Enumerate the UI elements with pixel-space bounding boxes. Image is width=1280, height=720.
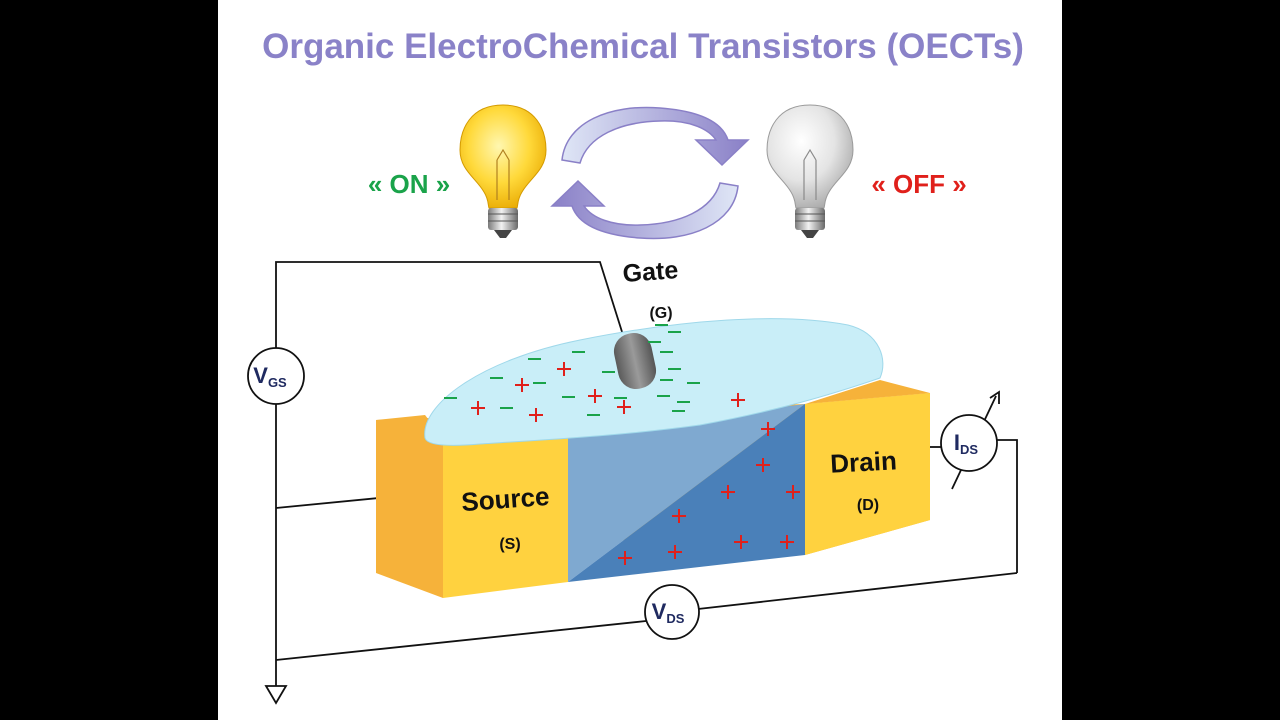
drain-electrode xyxy=(805,393,930,555)
switching-cycle-arrows-icon xyxy=(550,106,750,240)
off-state-label: « OFF » xyxy=(871,169,966,199)
ids-subscript: DS xyxy=(960,442,978,457)
drain-label: Drain xyxy=(830,445,898,478)
source-label: Source xyxy=(460,481,550,517)
svg-text:VDS: VDS xyxy=(652,599,685,626)
source-electrode xyxy=(443,434,568,598)
vgs-symbol: V xyxy=(253,363,268,388)
channel-doped-region xyxy=(568,404,805,582)
svg-text:IDS: IDS xyxy=(954,430,979,457)
source-electrode-side xyxy=(376,415,443,598)
vds-symbol: V xyxy=(652,599,667,624)
lightbulb-on-icon xyxy=(459,104,547,238)
drain-abbr: (D) xyxy=(857,497,879,514)
anion-markers xyxy=(444,324,700,416)
gate-label: Gate xyxy=(622,256,679,288)
ids-ammeter: IDS xyxy=(940,390,1000,490)
lightbulb-off-icon xyxy=(766,104,854,238)
cation-markers xyxy=(471,362,800,565)
device-block xyxy=(376,380,930,598)
gate-electrode xyxy=(613,333,657,389)
vgs-voltmeter: VGS xyxy=(247,347,305,405)
vds-subscript: DS xyxy=(666,611,684,626)
ground-symbol-icon xyxy=(264,685,288,705)
svg-text:VGS: VGS xyxy=(253,363,287,390)
on-state-label: « ON » xyxy=(368,169,450,199)
vds-voltmeter: VDS xyxy=(644,584,700,640)
ids-symbol: I xyxy=(954,430,960,455)
vgs-subscript: GS xyxy=(268,375,287,390)
source-abbr: (S) xyxy=(499,536,520,553)
gate-abbr: (G) xyxy=(649,305,672,322)
page-title: Organic ElectroChemical Transistors (OEC… xyxy=(262,27,1024,66)
electrolyte-droplet xyxy=(424,318,884,446)
